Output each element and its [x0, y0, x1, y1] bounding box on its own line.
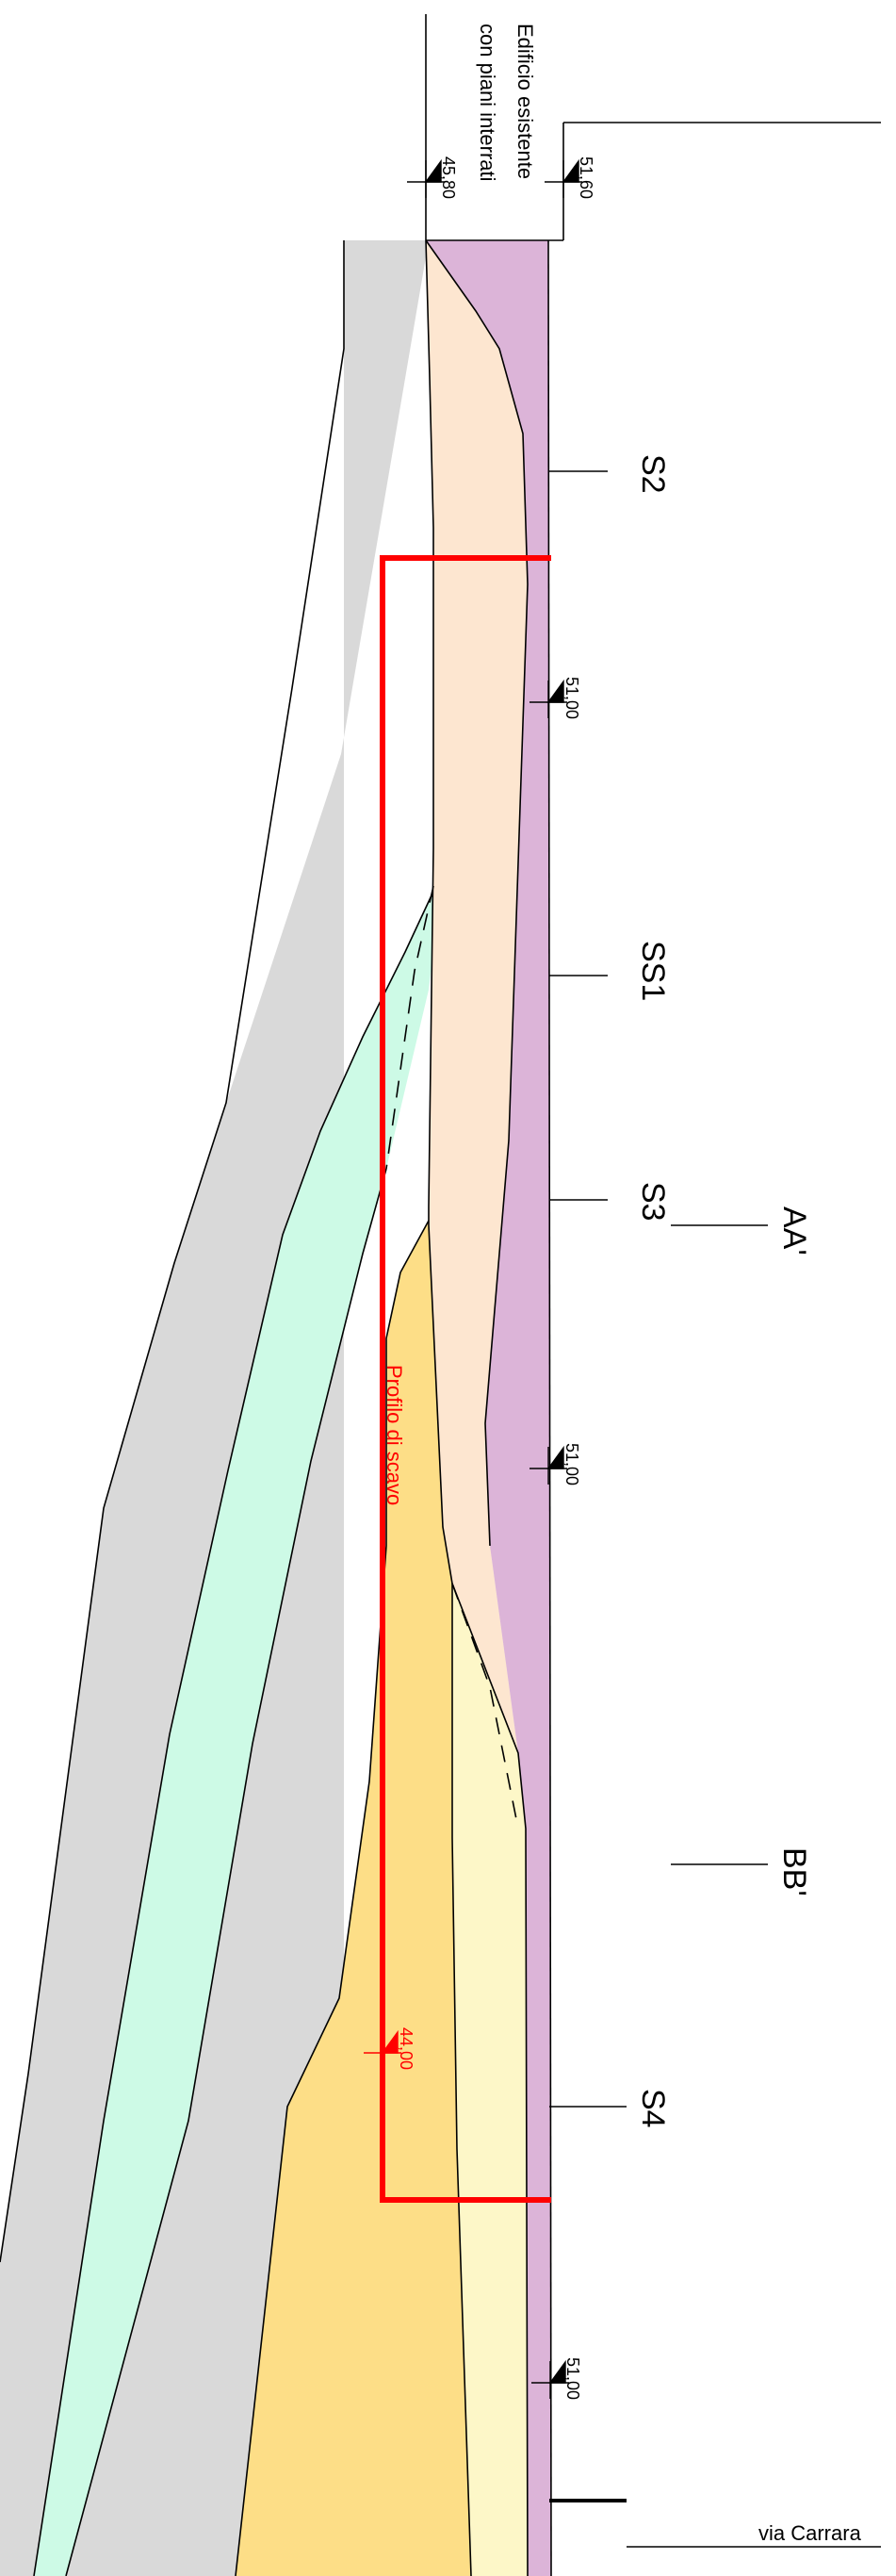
building-label-line1: Edificio esistente — [513, 24, 537, 179]
yellow-soil-layer — [452, 1546, 528, 2576]
borehole-s3: S3 — [635, 1182, 671, 1222]
borehole-s4: S4 — [635, 2089, 671, 2128]
elevation-ground-2: 51,00 — [562, 1443, 581, 1485]
elevation-marker-excavation — [364, 2029, 401, 2069]
mint-upper-boundary — [65, 1168, 387, 2576]
borehole-ss1: SS1 — [635, 941, 671, 1001]
elevation-ground-1: 51,00 — [562, 677, 581, 719]
grey-boundary — [0, 240, 345, 2263]
dashed-boundary-1 — [385, 885, 434, 1170]
mint-top-boundary — [33, 894, 432, 2576]
elevation-excavation-bottom: 44,00 — [397, 2027, 415, 2070]
mint-soil-layer — [34, 877, 443, 2576]
layer-boundaries — [0, 14, 881, 2576]
elevation-marker-ground-top — [545, 158, 582, 198]
mint-lower-boundary — [235, 1220, 430, 2576]
grey-zone — [0, 240, 429, 2576]
borehole-s2: S2 — [635, 454, 671, 494]
street-label: via Carrara — [758, 2521, 862, 2545]
elevation-marker-ground-2 — [529, 1445, 567, 1485]
peach-boundary — [425, 239, 529, 2576]
excavation-profile — [380, 555, 551, 2203]
section-bb: BB' — [776, 1847, 812, 1896]
section-aa: AA' — [776, 1206, 812, 1255]
elevation-building-base: 45,80 — [439, 156, 458, 199]
purple-boundary — [425, 239, 529, 1547]
elevation-marker-ground-3 — [531, 2359, 569, 2399]
elevation-ground-3: 51,00 — [563, 2357, 582, 2400]
elevation-marker-building — [407, 158, 445, 198]
dashed-boundary-2 — [451, 1583, 519, 1829]
ground-edge — [547, 239, 552, 2576]
peach-soil-layer — [426, 240, 528, 1753]
building-label-line2: con piani interrati — [476, 24, 499, 182]
elevation-marker-ground-1 — [529, 679, 567, 718]
elevation-ground-top: 51,60 — [577, 156, 595, 199]
excavation-profile-label: Profilo di scavo — [383, 1365, 406, 1505]
orange-boundary — [451, 1583, 472, 2576]
